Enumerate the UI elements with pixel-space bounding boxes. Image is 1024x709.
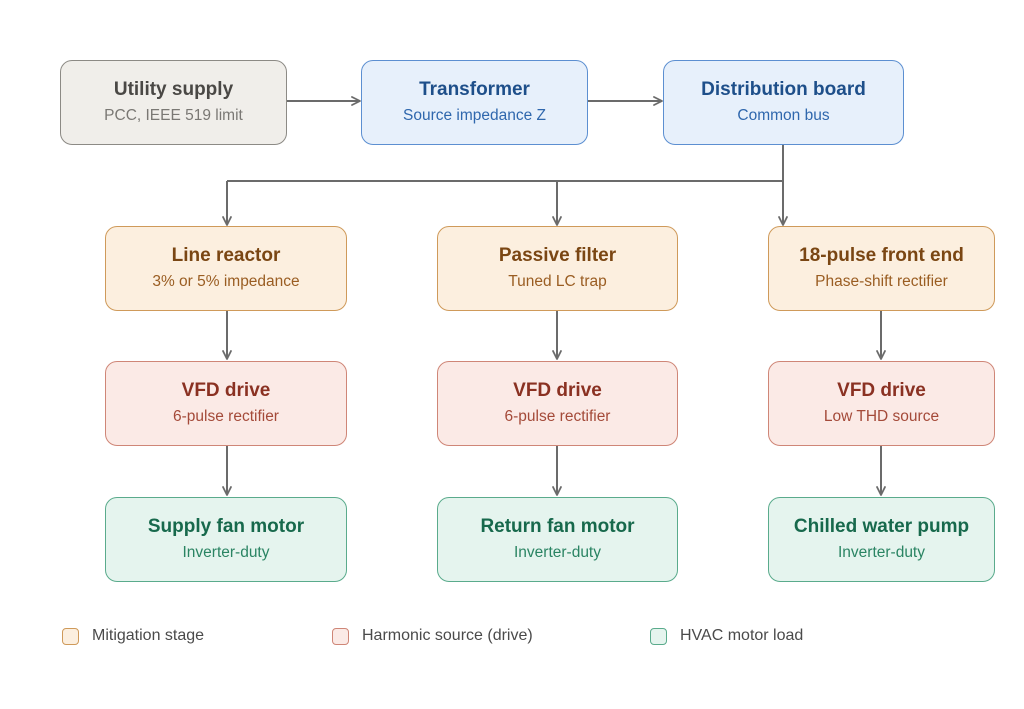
passive-filter-node: Passive filter Tuned LC trap <box>437 226 678 311</box>
node-subtitle: Inverter-duty <box>182 544 270 561</box>
legend-swatch-mitigation <box>62 627 79 645</box>
vfd-drive-node-3: VFD drive Low THD source <box>768 361 995 446</box>
legend-item-mitigation: Mitigation stage <box>62 625 204 647</box>
node-subtitle: Inverter-duty <box>513 544 601 561</box>
line-reactor-node: Line reactor 3% or 5% impedance <box>105 226 347 311</box>
return-fan-motor-node: Return fan motor Inverter-duty <box>437 497 678 582</box>
legend-swatch-harmonic-source <box>332 627 349 645</box>
legend-item-motor-load: HVAC motor load <box>650 625 803 647</box>
vfd-drive-node-2: VFD drive 6-pulse rectifier <box>437 361 678 446</box>
node-subtitle: Tuned LC trap <box>508 273 607 290</box>
legend-label: HVAC motor load <box>680 627 804 644</box>
supply-fan-motor-node: Supply fan motor Inverter-duty <box>105 497 347 582</box>
node-title: Distribution board <box>701 79 866 100</box>
node-subtitle: 6-pulse rectifier <box>504 408 611 425</box>
node-title: Return fan motor <box>480 516 635 537</box>
node-title: Utility supply <box>113 79 234 100</box>
node-subtitle: Phase-shift rectifier <box>815 273 948 290</box>
node-subtitle: Source impedance Z <box>402 107 547 124</box>
node-subtitle: 3% or 5% impedance <box>152 273 300 290</box>
node-subtitle: Low THD source <box>823 408 940 425</box>
node-title: Line reactor <box>171 245 281 266</box>
legend-swatch-motor-load <box>650 627 667 645</box>
node-title: 18-pulse front end <box>799 245 964 266</box>
node-title: Supply fan motor <box>147 516 305 537</box>
node-title: VFD drive <box>837 380 926 401</box>
node-title: VFD drive <box>513 380 602 401</box>
node-title: Chilled water pump <box>793 516 970 537</box>
node-title: Transformer <box>419 79 530 100</box>
node-subtitle: 6-pulse rectifier <box>173 408 279 425</box>
node-subtitle: Inverter-duty <box>837 544 925 561</box>
node-subtitle: Common bus <box>737 107 830 124</box>
node-title: Passive filter <box>498 245 617 266</box>
node-title: VFD drive <box>181 380 271 401</box>
vfd-drive-node-1: VFD drive 6-pulse rectifier <box>105 361 347 446</box>
18-pulse-front-end-node: 18-pulse front end Phase-shift rectifier <box>768 226 995 311</box>
node-subtitle: PCC, IEEE 519 limit <box>104 107 243 124</box>
legend-label: Harmonic source (drive) <box>362 627 533 644</box>
legend-label: Mitigation stage <box>92 627 205 644</box>
distribution-board-node: Distribution board Common bus <box>663 60 904 145</box>
transformer-node: Transformer Source impedance Z <box>361 60 588 145</box>
chilled-water-pump-node: Chilled water pump Inverter-duty <box>768 497 995 582</box>
legend-item-harmonic-source: Harmonic source (drive) <box>332 625 533 647</box>
utility-supply-node: Utility supply PCC, IEEE 519 limit <box>60 60 287 145</box>
